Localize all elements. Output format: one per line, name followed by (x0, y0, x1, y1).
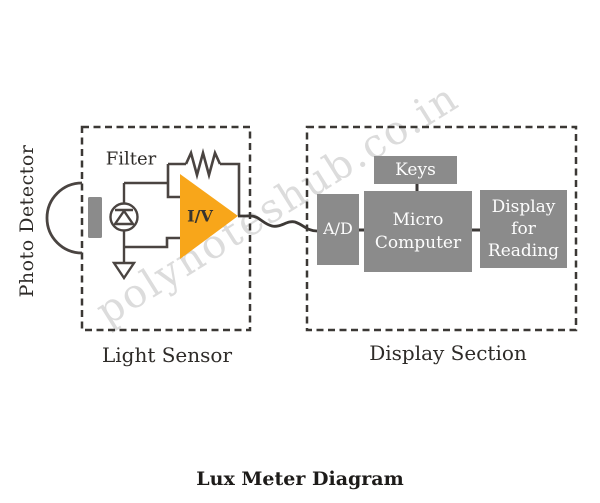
block-keys: Keys (374, 156, 457, 184)
photo-detector-label: Photo Detector (16, 144, 38, 298)
filter-label: Filter (105, 148, 157, 170)
block-micro-computer: Micro Computer (364, 191, 472, 272)
filter-element (88, 197, 102, 238)
photo-detector-lens-arc (45, 181, 83, 255)
wire-bottom-input (124, 236, 181, 249)
signal-wire (238, 214, 318, 233)
photodiode-symbol (109, 183, 139, 247)
photodiode-circle (109, 202, 139, 232)
wire-top-input-step (166, 164, 181, 199)
display-section-label: Display Section (369, 341, 527, 365)
resistor-symbol (184, 148, 222, 180)
photodiode-triangle (112, 208, 136, 226)
light-sensor-dashed-box (80, 125, 252, 332)
feedback-wire-right (220, 162, 241, 216)
block-display-for-reading: Display for Reading (480, 190, 567, 268)
diagram-title: Lux Meter Diagram (196, 468, 404, 490)
block-ad-converter: A/D (317, 194, 359, 265)
ground-symbol (111, 247, 137, 281)
light-sensor-section-label: Light Sensor (101, 343, 233, 367)
opamp-iv-label: I/V (187, 206, 213, 226)
opamp-triangle (180, 174, 238, 259)
